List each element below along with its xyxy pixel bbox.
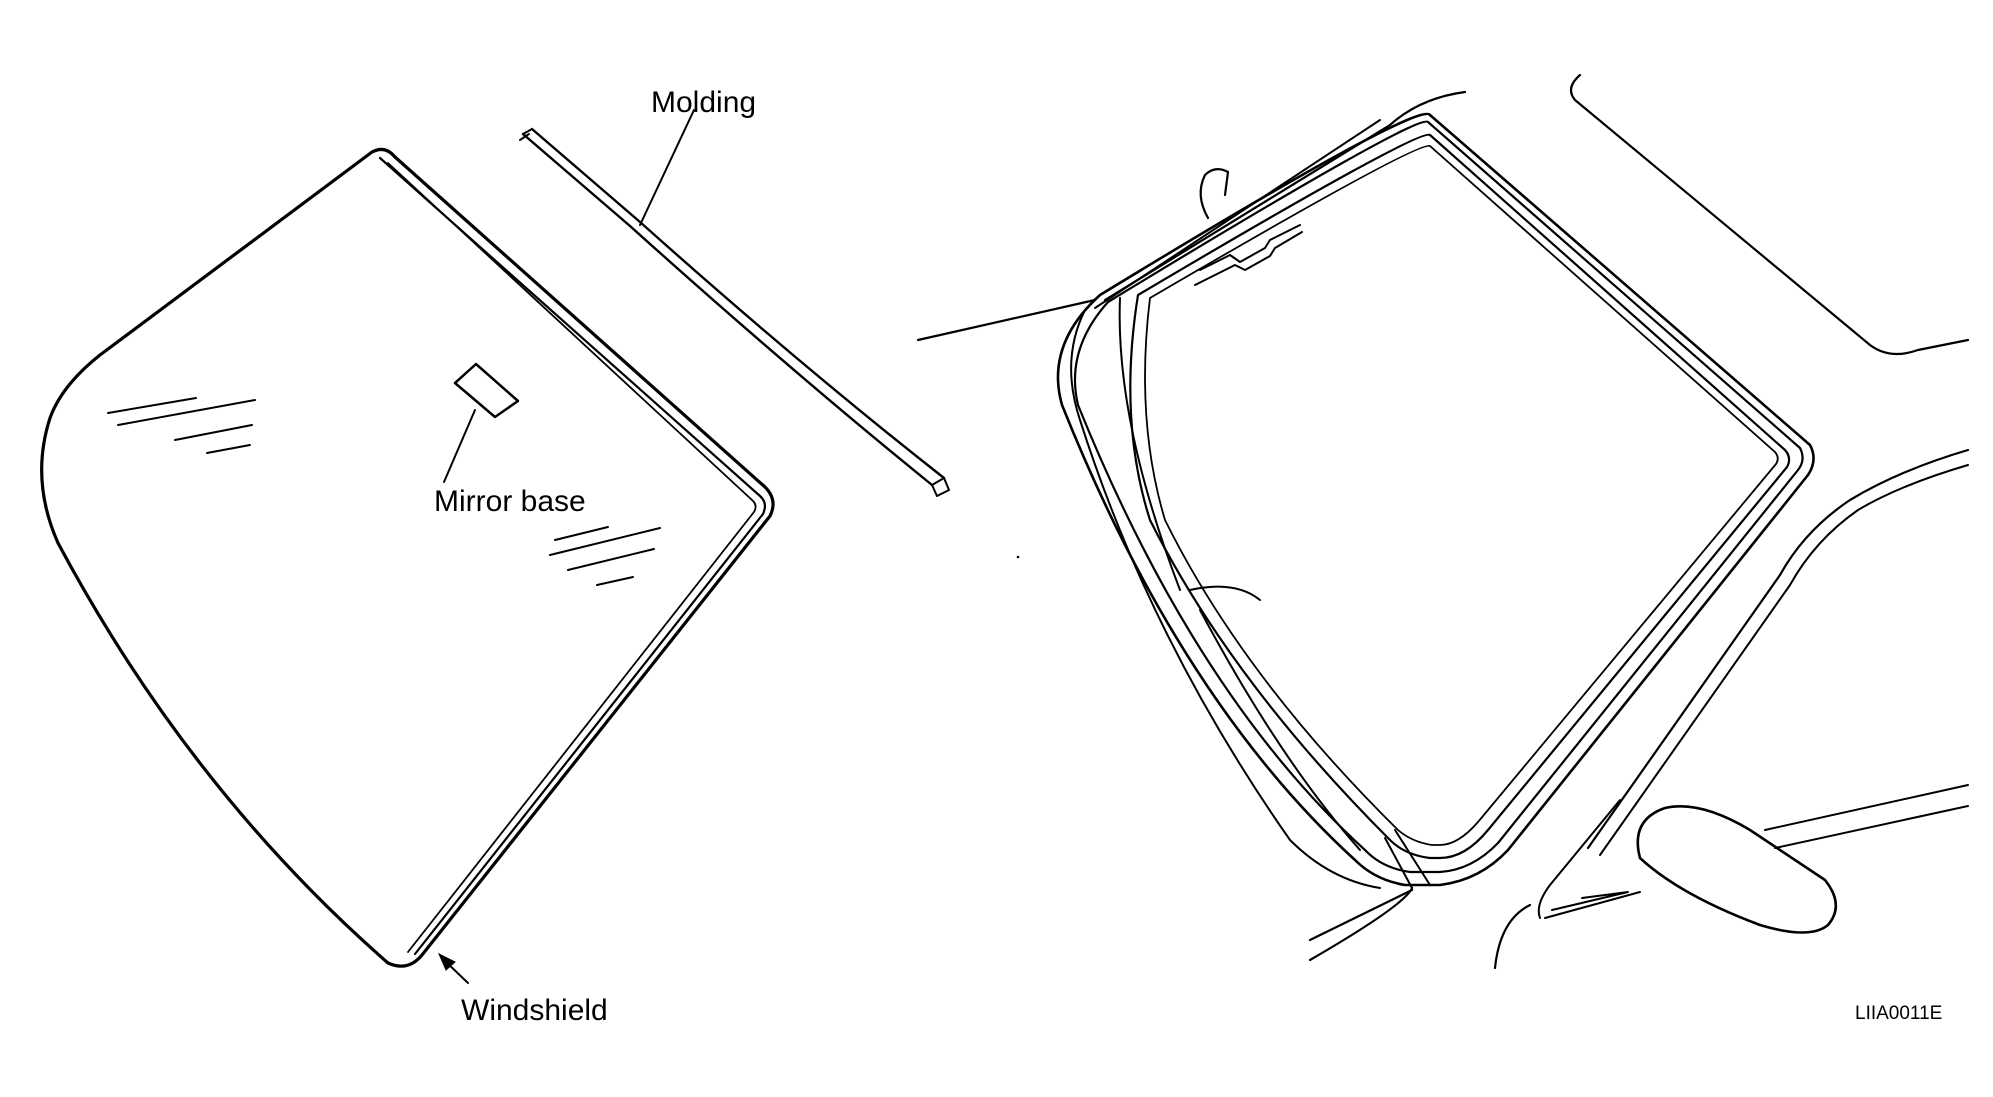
windshield-glass	[40, 147, 775, 968]
glare-lines-left	[107, 397, 256, 454]
molding-label: Molding	[651, 86, 757, 119]
stray-dot	[1016, 555, 1020, 559]
glare-lines-right	[549, 526, 661, 586]
car-body	[916, 73, 1970, 970]
figure-code: LIIA0011E	[1855, 1003, 1943, 1024]
molding-strip	[519, 109, 950, 497]
mirror-base-label: Mirror base	[434, 485, 586, 518]
mirror-base	[443, 362, 520, 483]
mirror-base-leader	[443, 409, 476, 483]
side-mirror	[1537, 784, 1969, 934]
windshield-leader	[437, 952, 469, 984]
windshield-label: Windshield	[461, 994, 608, 1027]
molding-leader	[639, 109, 695, 226]
